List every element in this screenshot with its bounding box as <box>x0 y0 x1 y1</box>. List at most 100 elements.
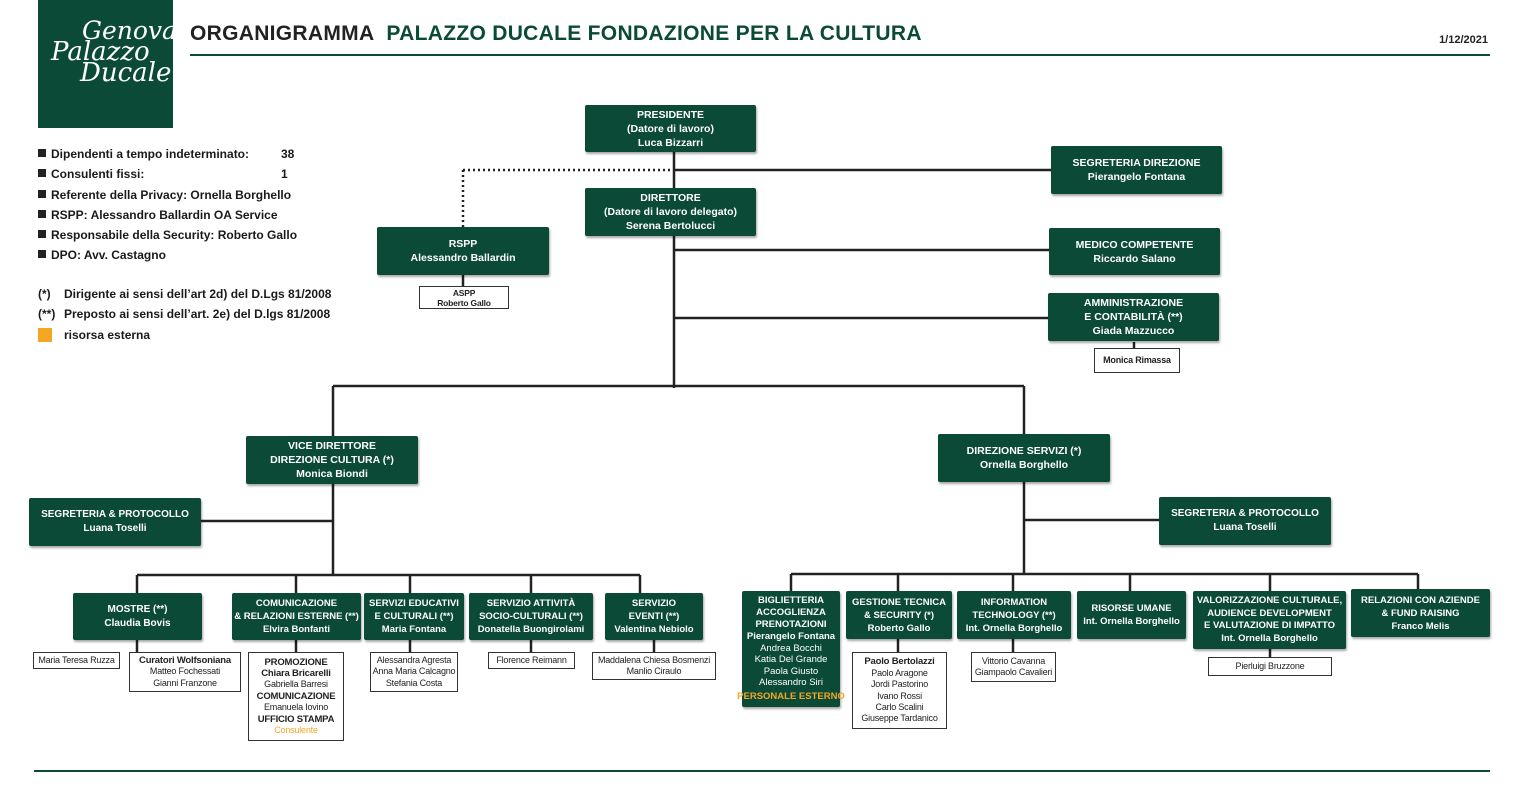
staff-lead: Chiara Bricarelli <box>261 667 331 679</box>
staff-name: Gianni Franzone <box>153 677 217 688</box>
staff-name: Maria Teresa Ruzza <box>38 654 115 665</box>
node-valorizzazione-staff: Pierluigi Bruzzone <box>1208 657 1332 676</box>
node-vice-direttore: VICE DIRETTORE DIREZIONE CULTURA (*) Mon… <box>246 436 418 484</box>
info-list: Dipendenti a tempo indeterminato:38 Cons… <box>38 144 297 266</box>
staff-name: Paola Giusto <box>763 665 819 677</box>
footer-divider <box>34 770 1490 772</box>
node-person: Serena Bertolucci <box>625 220 716 232</box>
node-aspp: ASPP Roberto Gallo <box>419 286 509 309</box>
node-segreteria-direzione: SEGRETERIA DIREZIONE Pierangelo Fontana <box>1051 146 1222 194</box>
bullet-icon <box>38 250 46 259</box>
info-label: Dipendenti a tempo indeterminato: <box>51 147 250 161</box>
header-divider <box>190 54 1490 56</box>
node-person: Franco Melis <box>1391 620 1450 632</box>
node-person: Donatella Buongirolami <box>477 624 585 635</box>
info-row: RSPP: Alessandro Ballardin OA Service <box>38 205 297 225</box>
staff-name: Vittorio Cavanna <box>981 655 1046 666</box>
node-person: Monica Biondi <box>296 468 368 480</box>
node-title: PRENOTAZIONI <box>755 618 827 630</box>
node-person: Luana Toselli <box>83 523 147 534</box>
node-person: Alessandro Ballardin <box>410 252 516 264</box>
node-person: Int. Ornella Borghello <box>1083 616 1180 627</box>
node-title: ASPP <box>452 287 476 298</box>
node-title: RISORSE UMANE <box>1091 603 1172 614</box>
node-information-technology: INFORMATION TECHNOLOGY (**) Int. Ornella… <box>957 591 1071 639</box>
staff-name: Florence Reimann <box>496 654 567 665</box>
legend-notes: (*) Dirigente ai sensi dell’art 2d) del D… <box>38 284 331 345</box>
node-title: AMMINISTRAZIONE <box>1083 297 1184 309</box>
staff-lead: Paolo Bertolazzi <box>864 656 935 668</box>
staff-name: Jordi Pastorino <box>870 679 929 690</box>
node-title: DIREZIONE SERVIZI (*) <box>966 445 1082 457</box>
node-person: Luca Bizzarri <box>637 136 704 149</box>
node-subtitle: (Datore di lavoro delegato) <box>603 206 738 218</box>
node-person: Ornella Borghello <box>979 459 1069 471</box>
node-comunicazione-staff: PROMOZIONE Chiara Bricarelli Gabriella B… <box>248 652 344 741</box>
node-person: Roberto Gallo <box>437 297 491 308</box>
info-row: Referente della Privacy: Ornella Borghel… <box>38 185 297 205</box>
node-title: VICE DIRETTORE <box>288 440 376 452</box>
info-value: 38 <box>281 147 295 161</box>
staff-external: Consulente <box>274 725 318 736</box>
node-servizio-eventi: SERVIZIO EVENTI (**) Valentina Nebiolo <box>605 593 703 640</box>
node-curatori-wolfsoniana: Curatori Wolfsoniana Matteo Fochessati G… <box>129 652 241 692</box>
node-title: SEGRETERIA & PROTOCOLLO <box>1171 508 1319 519</box>
node-person: Int. Ornella Borghello <box>965 622 1063 634</box>
node-subtitle: & FUND RAISING <box>1381 607 1460 619</box>
info-row: Responsabile della Security: Roberto Gal… <box>38 225 297 245</box>
staff-name: Gabriella Barresi <box>264 679 328 690</box>
node-title: SEGRETERIA & PROTOCOLLO <box>41 509 189 520</box>
node-amministrazione-staff: Monica Rimassa <box>1094 348 1180 373</box>
node-title: RELAZIONI CON AZIENDE <box>1361 594 1480 606</box>
node-person: Pierangelo Fontana <box>746 630 836 642</box>
node-servizio-socio-culturali: SERVIZIO ATTIVITÀ SOCIO-CULTURALI (**) D… <box>469 593 593 640</box>
title-prefix: ORGANIGRAMMA <box>190 22 375 45</box>
staff-name: Pierluigi Bruzzone <box>1235 660 1305 671</box>
node-socio-staff: Florence Reimann <box>488 652 575 669</box>
bullet-icon <box>38 209 46 218</box>
node-person: Maria Fontana <box>381 624 447 635</box>
node-title: GESTIONE TECNICA <box>852 596 946 608</box>
node-eventi-staff: Maddalena Chiesa Bosmenzi Manlio Ciraulo <box>592 652 716 680</box>
staff-name: Alessandra Agresta <box>376 654 452 665</box>
node-rspp: RSPP Alessandro Ballardin <box>377 227 549 275</box>
document-date: 1/12/2021 <box>1439 34 1488 46</box>
staff-name: Stefania Costa <box>385 677 443 688</box>
node-title: E VALUTAZIONE DI IMPATTO <box>1203 620 1336 631</box>
legend-mark: (*) <box>38 287 51 301</box>
node-title: COMUNICAZIONE <box>255 598 338 609</box>
info-label: DPO: Avv. Castagno <box>51 248 166 263</box>
node-subtitle: E CULTURALI (**) <box>374 611 454 622</box>
legend-row: risorsa esterna <box>38 325 331 345</box>
node-title: MOSTRE (**) <box>107 603 168 615</box>
node-subtitle: SOCIO-CULTURALI (**) <box>479 611 583 622</box>
staff-group: UFFICIO STAMPA <box>257 713 335 725</box>
node-subtitle: & SECURITY (*) <box>863 609 935 621</box>
node-subtitle: DIREZIONE CULTURA (*) <box>270 454 394 466</box>
node-subtitle: EVENTI (**) <box>628 611 680 622</box>
node-title: DIRETTORE <box>640 192 701 204</box>
node-person: Elvira Bonfanti <box>262 624 331 635</box>
staff-name: Maddalena Chiesa Bosmenzi <box>597 654 711 665</box>
staff-name: Katia Del Grande <box>754 654 828 666</box>
info-row: DPO: Avv. Castagno <box>38 245 297 265</box>
node-risorse-umane: RISORSE UMANE Int. Ornella Borghello <box>1077 591 1186 639</box>
node-person: Claudia Bovis <box>104 617 171 629</box>
node-person: Luana Toselli <box>1213 522 1277 533</box>
node-medico-competente: MEDICO COMPETENTE Riccardo Salano <box>1049 228 1220 275</box>
staff-name: Matteo Fochessati <box>149 666 221 677</box>
staff-name: Ivano Rossi <box>877 690 922 701</box>
node-presidente: PRESIDENTE (Datore di lavoro) Luca Bizza… <box>585 105 756 152</box>
node-servizi-educativi-staff: Alessandra Agresta Anna Maria Calcagno S… <box>370 652 458 692</box>
node-servizi-educativi: SERVIZI EDUCATIVI E CULTURALI (**) Maria… <box>364 593 464 640</box>
external-staff-label: PERSONALE ESTERNO <box>737 691 845 703</box>
legend-text: Dirigente ai sensi dell’art 2d) del D.Lg… <box>64 287 332 301</box>
info-label: RSPP: Alessandro Ballardin OA Service <box>51 207 278 222</box>
node-segreteria-protocollo-cultura: SEGRETERIA & PROTOCOLLO Luana Toselli <box>29 498 201 546</box>
node-it-staff: Vittorio Cavanna Giampaolo Cavalieri <box>971 652 1056 682</box>
node-valorizzazione-culturale: VALORIZZAZIONE CULTURALE, AUDIENCE DEVEL… <box>1193 591 1346 649</box>
node-person: Riccardo Salano <box>1093 252 1176 265</box>
logo-line-3: Ducale <box>80 58 172 88</box>
